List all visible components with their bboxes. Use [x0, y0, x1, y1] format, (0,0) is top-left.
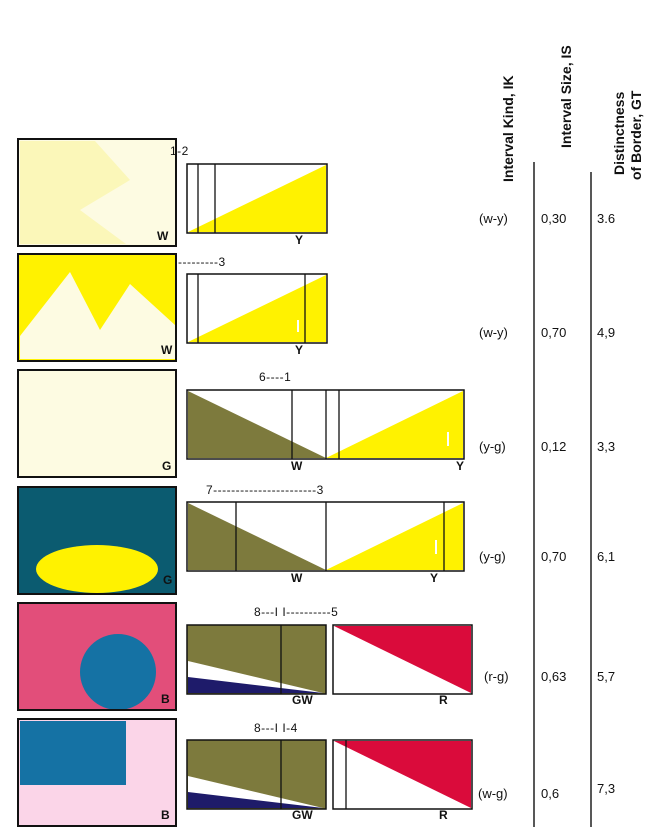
- interval-size-row-3: 0,12: [541, 439, 567, 454]
- scale-label-row-4-b: Y: [430, 571, 439, 585]
- scale-1: [186, 163, 328, 234]
- scale-6-left: [186, 739, 327, 810]
- swatch-label-row-5: B: [161, 692, 170, 706]
- interval-size-row-5: 0,63: [541, 669, 567, 684]
- distinctness-row-5: 5,7: [597, 669, 616, 684]
- marker-row-3: 6----1: [259, 370, 292, 384]
- scale-5-left: [186, 624, 327, 695]
- interval-size-row-1: 0,30: [541, 211, 567, 226]
- scale-label-row-3-b: Y: [456, 459, 465, 473]
- interval-size-row-2: 0,70: [541, 325, 567, 340]
- scale-6-right: [332, 739, 473, 810]
- scale-label-row-5-b: R: [439, 693, 448, 707]
- row-5: [17, 602, 473, 711]
- scale-3: [186, 389, 465, 460]
- interval-kind-row-6: (w-g): [478, 786, 508, 801]
- marker-row-2: ---------3: [178, 255, 226, 269]
- interval-size-row-4: 0,70: [541, 549, 567, 564]
- scale-label-row-5-a: GW: [292, 693, 313, 707]
- marker-row-5: 8---I I----------5: [254, 605, 339, 619]
- scale-5-right: [332, 624, 473, 695]
- interval-kind-row-5: (r-g): [484, 669, 509, 684]
- distinctness-row-4: 6,1: [597, 549, 616, 564]
- swatch-label-row-4: G: [163, 573, 173, 587]
- row-3: [17, 369, 465, 478]
- interval-kind-row-1: (w-y): [479, 211, 508, 226]
- interval-kind-row-4: (y-g): [479, 549, 506, 564]
- swatch-6: [17, 718, 177, 827]
- marker-row-1: 1-2: [170, 144, 189, 158]
- scale-label-row-4-a: W: [291, 571, 303, 585]
- swatch-label-row-1: W: [157, 229, 169, 243]
- row-6: [17, 718, 473, 827]
- swatch-5: [17, 602, 177, 711]
- distinctness-row-1: 3.6: [597, 211, 616, 226]
- swatch-4: [17, 486, 177, 595]
- swatch-label-row-6: B: [161, 808, 170, 822]
- marker-row-4: 7-----------------------3: [206, 483, 324, 497]
- swatch-1: [17, 138, 177, 247]
- scale-2: [186, 273, 328, 344]
- scale-label-row-1-a: Y: [295, 233, 304, 247]
- row-1: [17, 138, 328, 247]
- scale-4: [186, 501, 465, 572]
- interval-kind-row-2: (w-y): [479, 325, 508, 340]
- interval-size-row-6: 0,6: [541, 786, 560, 801]
- scale-label-row-3-a: W: [291, 459, 303, 473]
- swatch-3: [17, 369, 177, 478]
- distinctness-row-2: 4,9: [597, 325, 616, 340]
- scale-label-row-2-a: Y: [295, 343, 304, 357]
- row-2: [17, 253, 328, 362]
- scale-label-row-6-b: R: [439, 808, 448, 822]
- scale-label-row-6-a: GW: [292, 808, 313, 822]
- distinctness-row-6: 7,3: [597, 781, 616, 796]
- row-4: [17, 486, 465, 595]
- marker-row-6: 8---I I-4: [254, 721, 298, 735]
- swatch-label-row-2: W: [161, 343, 173, 357]
- swatch-label-row-3: G: [162, 459, 172, 473]
- interval-kind-row-3: (y-g): [479, 439, 506, 454]
- distinctness-row-3: 3,3: [597, 439, 616, 454]
- swatch-2: [17, 253, 177, 362]
